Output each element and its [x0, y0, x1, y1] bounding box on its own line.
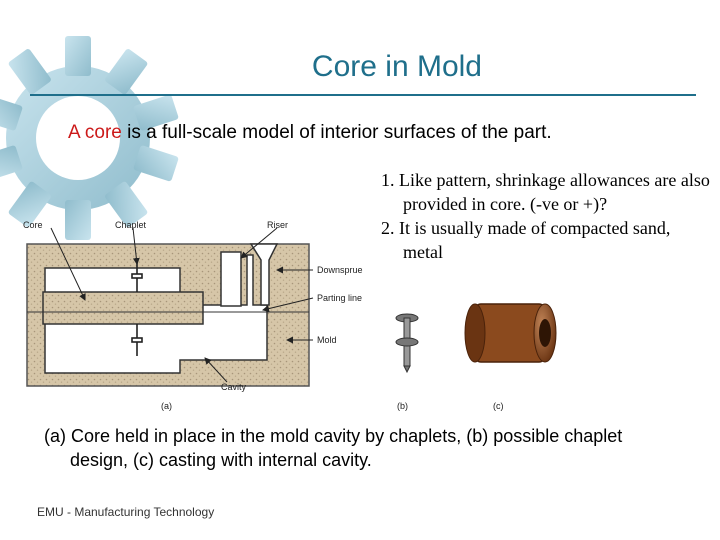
intro-keyword: A core — [68, 122, 122, 143]
chaplet-drawing — [395, 313, 419, 374]
caption-line-1: (a) Core held in place in the mold cavit… — [44, 426, 623, 446]
intro-sentence: A core is a full-scale model of interior… — [68, 122, 552, 144]
footer-text: EMU - Manufacturing Technology — [37, 505, 215, 519]
caption-line-2: design, (c) casting with internal cavity… — [70, 450, 372, 470]
label-chaplet: Chaplet — [115, 220, 147, 230]
note-item: 2. It is usually made of compacted sand,… — [381, 218, 671, 262]
label-a: (a) — [161, 401, 172, 411]
figure-caption: (a) Core held in place in the mold cavit… — [44, 424, 704, 472]
core-mold-figure: Core Chaplet Riser Downsprue Parting lin… — [23, 220, 557, 411]
label-parting-line: Parting line — [317, 293, 362, 303]
label-cavity: Cavity — [221, 382, 247, 392]
casting-drawing — [464, 303, 557, 363]
label-core: Core — [23, 220, 43, 230]
slide-title: Core in Mold — [311, 50, 482, 83]
label-b: (b) — [397, 401, 408, 411]
note-item: 1. Like pattern, shrinkage allowances ar… — [381, 170, 710, 214]
gear-icon — [0, 36, 179, 240]
intro-text: is a full-scale model of interior surfac… — [121, 122, 552, 143]
notes-list: 1. Like pattern, shrinkage allowances ar… — [381, 168, 711, 264]
label-downsprue: Downsprue — [317, 265, 363, 275]
title-divider — [30, 94, 696, 96]
label-mold: Mold — [317, 335, 337, 345]
label-riser: Riser — [267, 220, 288, 230]
label-c: (c) — [493, 401, 504, 411]
mold-drawing — [26, 227, 314, 387]
